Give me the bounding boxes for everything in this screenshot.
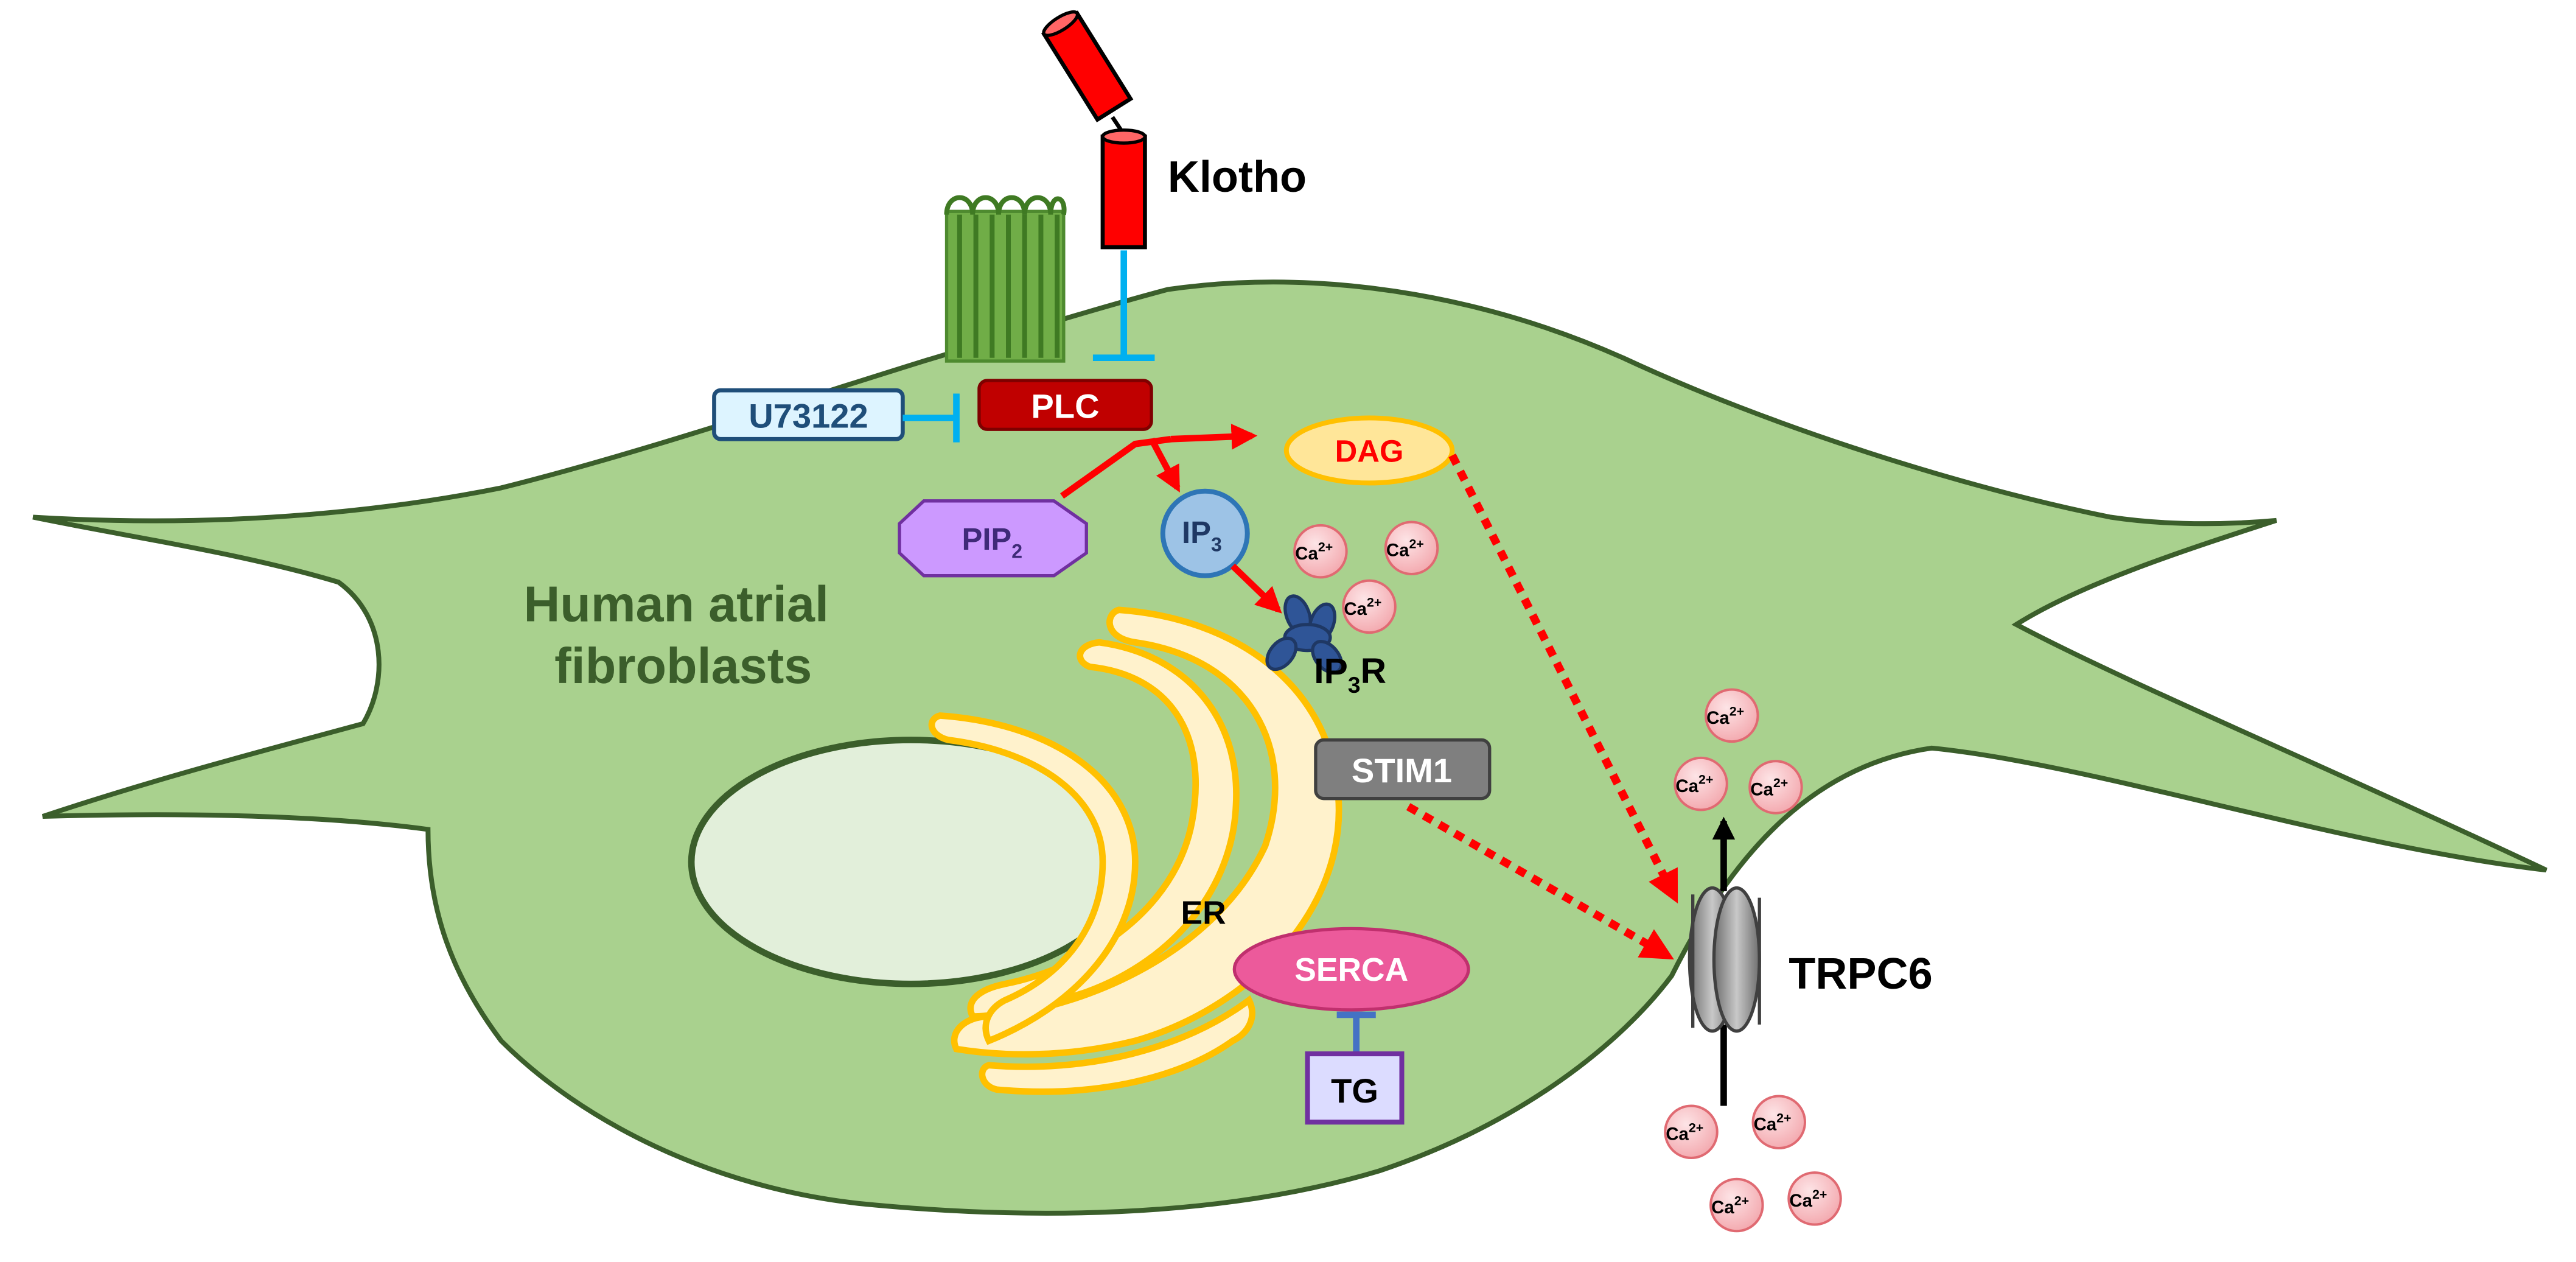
ion-symbol: Ca	[1754, 1115, 1777, 1135]
ip3-label-base: IP	[1182, 515, 1211, 550]
calcium-ion: Ca2+	[1787, 1171, 1842, 1226]
calcium-ion: Ca2+	[1664, 1104, 1719, 1160]
serca-label: SERCA	[1294, 952, 1408, 988]
cell-label: Human atrial fibroblasts	[523, 575, 843, 694]
ion-charge: 2+	[1812, 1187, 1827, 1202]
stim1-label: STIM1	[1352, 751, 1452, 790]
ion-symbol: Ca	[1750, 779, 1773, 799]
trpc6-label: TRPC6	[1789, 950, 1932, 998]
calcium-ion: Ca2+	[1293, 524, 1348, 579]
u73122-label: U73122	[749, 397, 868, 435]
calcium-ion: Ca2+	[1751, 1095, 1807, 1150]
dag-to-trpc6-arrow	[1448, 453, 1679, 904]
klotho-icon	[1041, 10, 1147, 250]
tg-label: TG	[1331, 1071, 1378, 1110]
cell-label-line2: fibroblasts	[554, 637, 812, 694]
ion-charge: 2+	[1698, 773, 1713, 787]
calcium-ions: Ca2+ Ca2+ Ca2+ Ca2+ Ca2+ Ca2+ Ca2+ Ca2+	[1293, 521, 1842, 1233]
ip3r-label-base: IP	[1314, 651, 1348, 691]
svg-text:Ca2+: Ca2+	[1706, 704, 1744, 727]
ip3r-label-sub: 3	[1348, 672, 1361, 698]
ion-symbol: Ca	[1711, 1197, 1734, 1218]
ion-charge: 2+	[1318, 540, 1333, 555]
plc-reaction-arrows	[1060, 423, 1258, 499]
svg-text:Ca2+: Ca2+	[1386, 536, 1424, 560]
serca-node	[1232, 927, 1470, 1012]
ion-charge: 2+	[1776, 1110, 1791, 1125]
klotho-inhibition-line	[1092, 250, 1155, 362]
calcium-ion: Ca2+	[1748, 760, 1803, 815]
pip2-node	[898, 499, 1088, 578]
ip3r-label: IP3R	[1314, 651, 1386, 698]
endoplasmic-reticulum	[928, 606, 1342, 1095]
dag-label: DAG	[1335, 434, 1404, 469]
pip2-label-sub: 2	[1011, 540, 1022, 562]
plc-label: PLC	[1031, 387, 1099, 426]
svg-text:Ca2+: Ca2+	[1666, 1120, 1703, 1144]
tg-box	[1305, 1051, 1405, 1125]
stim1-box	[1314, 738, 1492, 801]
calcium-ion: Ca2+	[1342, 579, 1397, 634]
svg-text:Ca2+: Ca2+	[1711, 1194, 1749, 1218]
svg-text:Ca2+: Ca2+	[1789, 1187, 1827, 1211]
ion-symbol: Ca	[1344, 599, 1367, 619]
ion-symbol: Ca	[1295, 544, 1318, 564]
cell-label-line1: Human atrial	[523, 575, 829, 632]
ion-symbol: Ca	[1789, 1191, 1812, 1211]
trpc6-channel-icon	[1688, 816, 1761, 1106]
calcium-ion: Ca2+	[1674, 756, 1728, 812]
klotho-label: Klotho	[1168, 153, 1307, 202]
ion-charge: 2+	[1367, 595, 1381, 609]
ion-symbol: Ca	[1386, 541, 1409, 561]
ip3r-icon	[1265, 594, 1343, 675]
stim1-to-trpc6-arrow	[1406, 803, 1674, 960]
svg-text:Ca2+: Ca2+	[1344, 595, 1381, 619]
ip3-to-ip3r-arrow	[1230, 563, 1282, 614]
pip2-label-base: PIP	[962, 522, 1011, 556]
ion-symbol: Ca	[1675, 776, 1698, 796]
calcium-ion: Ca2+	[1709, 1177, 1764, 1233]
svg-text:Ca2+: Ca2+	[1675, 773, 1713, 796]
ion-charge: 2+	[1730, 704, 1744, 718]
er-label: ER	[1181, 895, 1226, 931]
pip2-label: PIP2	[962, 522, 1022, 562]
ip3-label-sub: 3	[1211, 534, 1222, 556]
svg-text:Ca2+: Ca2+	[1750, 776, 1788, 799]
ion-charge: 2+	[1409, 536, 1423, 551]
ip3r-label-tail: R	[1361, 651, 1386, 691]
svg-text:Ca2+: Ca2+	[1295, 540, 1333, 564]
ion-symbol: Ca	[1666, 1124, 1689, 1145]
ip3-node	[1160, 488, 1250, 578]
tg-inhibition-line	[1336, 1011, 1376, 1054]
ion-charge: 2+	[1773, 776, 1788, 790]
ion-symbol: Ca	[1706, 708, 1730, 728]
dag-node	[1283, 415, 1455, 486]
ion-charge: 2+	[1689, 1120, 1703, 1135]
u73122-inhibition-line	[902, 393, 960, 443]
ion-charge: 2+	[1734, 1194, 1749, 1208]
plc-box	[977, 379, 1153, 431]
svg-text:Ca2+: Ca2+	[1754, 1110, 1792, 1134]
ip3-label: IP3	[1182, 515, 1222, 555]
calcium-ion: Ca2+	[1705, 688, 1759, 743]
receptor-icon	[944, 195, 1067, 363]
calcium-ion: Ca2+	[1384, 521, 1439, 576]
